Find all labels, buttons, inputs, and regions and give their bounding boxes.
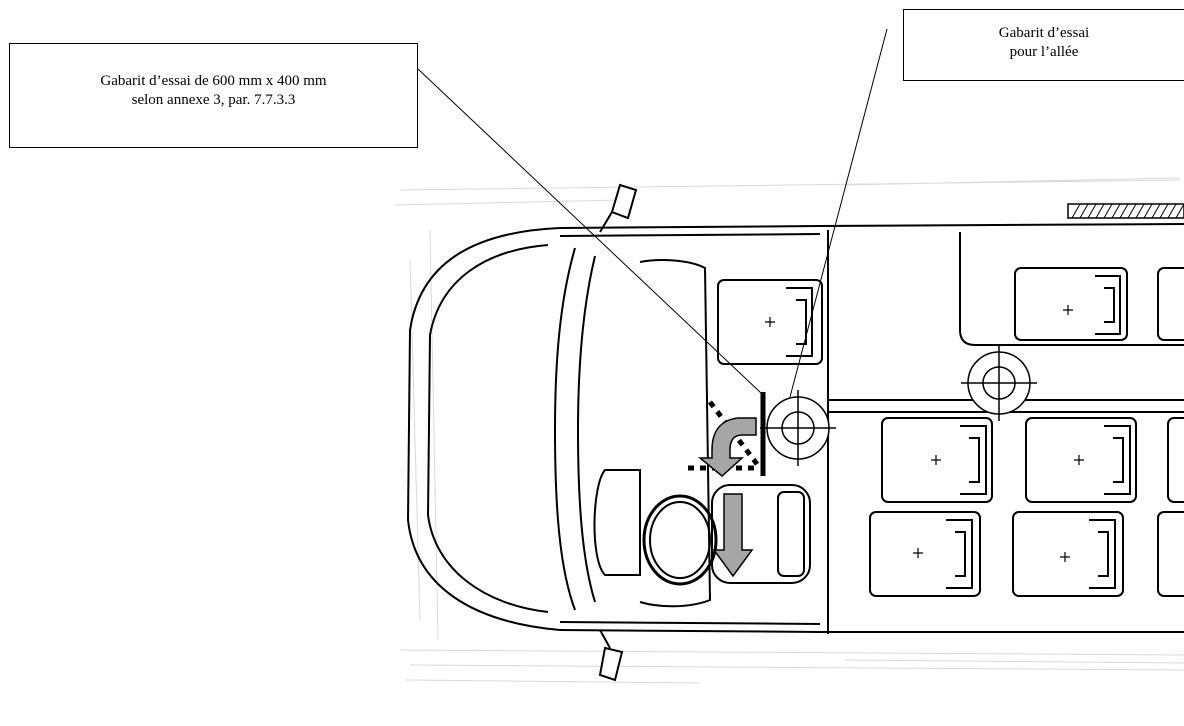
seat — [1157, 511, 1184, 597]
down-arrow-icon — [712, 493, 754, 578]
seat — [1012, 511, 1124, 597]
seat — [869, 511, 981, 597]
driver-cab — [593, 259, 811, 608]
seat — [1014, 267, 1128, 341]
test-gauge-callout: Gabarit d’essai de 600 mm x 400 mm selon… — [9, 43, 418, 148]
side-mirrors — [598, 183, 638, 682]
callout-text-line: selon annexe 3, par. 7.7.3.3 — [131, 92, 296, 108]
aisle-gauge-callout: Gabarit d’essai pour l’allée — [903, 9, 1184, 81]
callout-text-line: Gabarit d’essai de 600 mm x 400 mm — [100, 73, 327, 89]
seat — [1157, 267, 1184, 341]
hatched-strip — [1067, 203, 1184, 219]
crosshair-circle-icon — [961, 345, 1037, 421]
plus-mark-icon — [765, 305, 1084, 562]
crosshair-circle-icon — [760, 390, 836, 466]
curved-arrow-icon — [697, 417, 757, 477]
callout-text-line: pour l’allée — [1009, 44, 1079, 60]
callout-text-line: Gabarit d’essai — [998, 25, 1090, 41]
leader-lines — [417, 28, 888, 398]
steering-wheel-icon — [642, 494, 718, 586]
seat — [1167, 417, 1184, 503]
passenger-seats — [717, 267, 1184, 597]
